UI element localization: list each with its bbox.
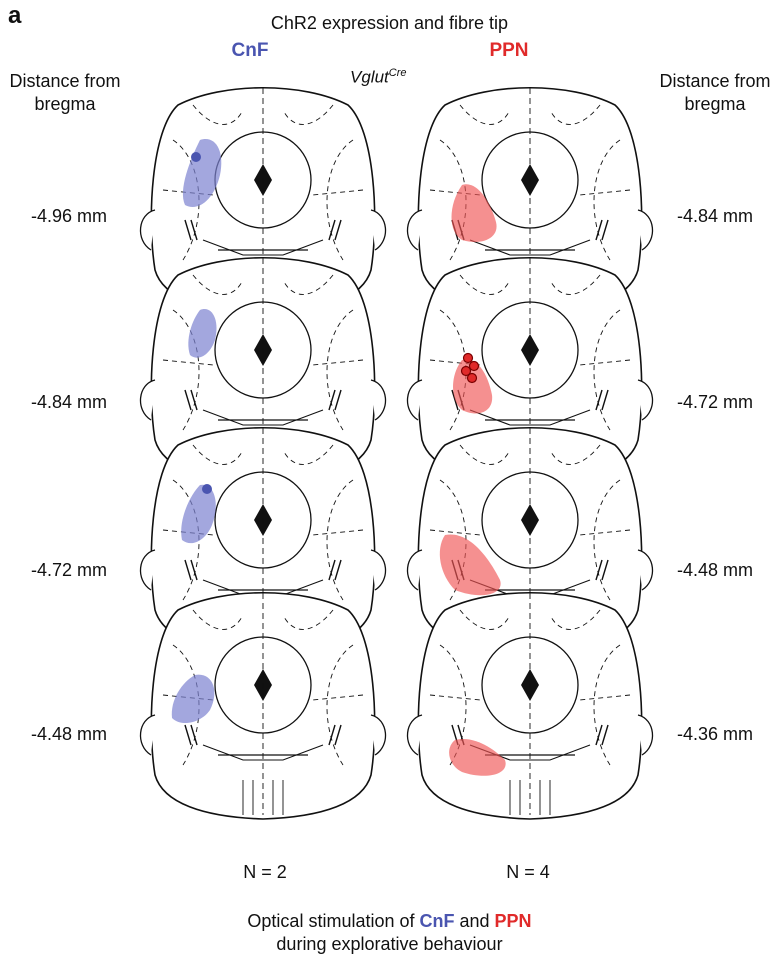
caption-prefix: Optical stimulation of <box>247 911 419 931</box>
caption-line1: Optical stimulation of CnF and PPN <box>0 910 779 933</box>
ppn-fibre-tip-1 <box>464 354 473 363</box>
ppn-fibre-tip-2 <box>470 362 479 371</box>
ppn-fibre-tip-4 <box>468 374 477 383</box>
figure-caption: Optical stimulation of CnF and PPN durin… <box>0 910 779 956</box>
caption-line2: during explorative behaviour <box>0 933 779 956</box>
n-left-label: N = 2 <box>215 862 315 883</box>
ppn-section-4 <box>407 593 652 819</box>
n-right-label: N = 4 <box>478 862 578 883</box>
cnf-fibre-tip-2 <box>202 484 212 494</box>
caption-and: and <box>455 911 495 931</box>
caption-ppn: PPN <box>495 911 532 931</box>
caption-cnf: CnF <box>420 911 455 931</box>
cnf-fibre-tip-1 <box>191 152 201 162</box>
